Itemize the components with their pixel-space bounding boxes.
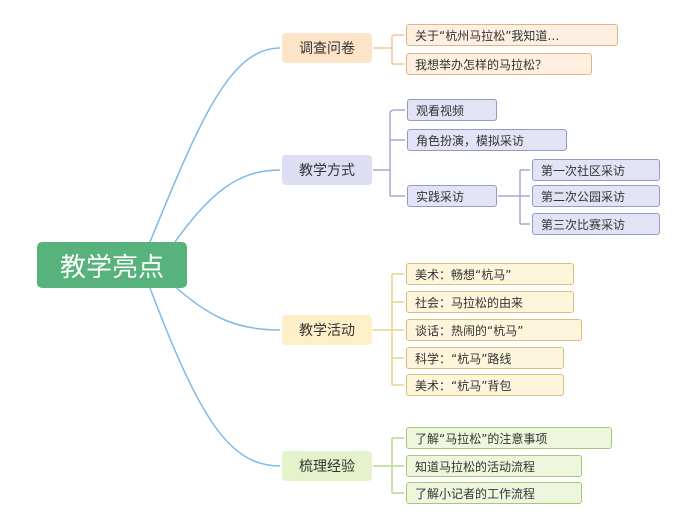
leaf-survey-2: 我想举办怎样的马拉松？ xyxy=(406,53,592,75)
leaf-experience-1: 了解“马拉松”的注意事项 xyxy=(406,427,612,449)
leaf-interview-3: 第三次比赛采访 xyxy=(532,213,660,235)
leaf-interview-1: 第一次社区采访 xyxy=(532,159,660,181)
bracket-branch-3 xyxy=(373,273,404,386)
bracket-sub-branch xyxy=(498,169,530,225)
root-to-branch-2 xyxy=(167,169,281,253)
leaf-method-3: 实践采访 xyxy=(407,185,497,207)
leaf-activity-4: 科学：“杭马”路线 xyxy=(406,347,564,369)
leaf-activity-1: 美术：畅想“杭马” xyxy=(406,263,574,285)
bracket-branch-2 xyxy=(373,109,405,197)
leaf-experience-3: 了解小记者的工作流程 xyxy=(406,482,582,504)
leaf-method-2: 角色扮演，模拟采访 xyxy=(407,129,567,151)
branch-survey: 调查问卷 xyxy=(282,33,372,63)
leaf-survey-1: 关于“杭州马拉松”我知道… xyxy=(406,24,618,46)
root-to-branch-3 xyxy=(167,279,281,331)
leaf-activity-5: 美术：“杭马”背包 xyxy=(406,374,564,396)
leaf-experience-2: 知道马拉松的活动流程 xyxy=(406,455,582,477)
bracket-branch-4 xyxy=(373,437,404,494)
root-to-branch-4 xyxy=(149,287,281,467)
leaf-method-1: 观看视频 xyxy=(407,99,497,121)
branch-teaching-method: 教学方式 xyxy=(282,155,372,185)
bracket-branch-1 xyxy=(373,34,404,65)
leaf-activity-2: 社会：马拉松的由来 xyxy=(406,291,574,313)
root-node: 教学亮点 xyxy=(37,242,187,288)
root-to-branch-1 xyxy=(149,47,281,243)
branch-experience: 梳理经验 xyxy=(282,451,372,481)
leaf-activity-3: 谈话：热闹的“杭马” xyxy=(406,319,582,341)
branch-teaching-activity: 教学活动 xyxy=(282,315,372,345)
leaf-interview-2: 第二次公园采访 xyxy=(532,185,660,207)
